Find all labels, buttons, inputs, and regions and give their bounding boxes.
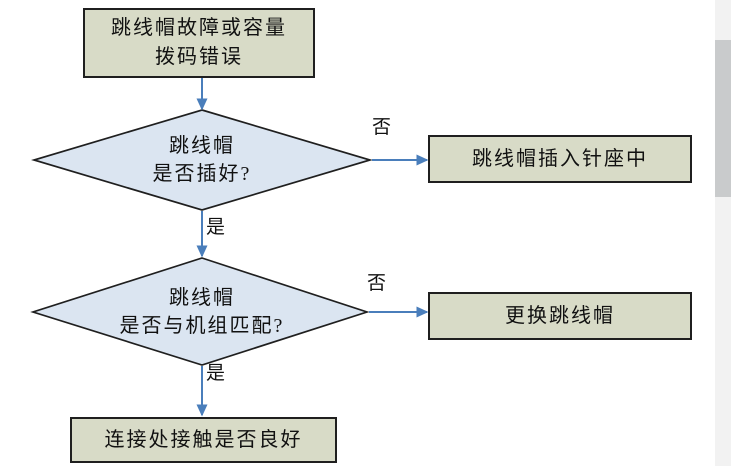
- decision1-line2: 是否插好?: [152, 163, 252, 185]
- edge-label-yes-2: 是: [206, 363, 226, 384]
- decision1-diamond: [31, 109, 373, 211]
- node-action-replace-jumper: 更换跳线帽: [428, 292, 692, 340]
- vertical-scrollbar[interactable]: [715, 0, 731, 466]
- edge-label-no-2: 否: [367, 273, 387, 294]
- decision1-text: 跳线帽 是否插好?: [82, 132, 322, 188]
- node-start: 跳线帽故障或容量 拨码错误: [83, 8, 315, 78]
- node-action-replace-jumper-label: 更换跳线帽: [505, 304, 615, 327]
- node-end-label: 连接处接触是否良好: [104, 428, 303, 451]
- node-start-line1: 跳线帽故障或容量: [111, 17, 287, 39]
- node-end: 连接处接触是否良好: [70, 417, 337, 463]
- scrollbar-thumb[interactable]: [715, 40, 731, 197]
- edge-label-no-1: 否: [372, 117, 392, 138]
- edge-label-yes-1: 是: [206, 217, 226, 238]
- decision1-line1: 跳线帽: [169, 135, 235, 157]
- decision2-diamond: [30, 257, 370, 366]
- decision2-line1: 跳线帽: [169, 287, 235, 309]
- node-action-insert-jumper-label: 跳线帽插入针座中: [472, 147, 648, 170]
- node-action-insert-jumper: 跳线帽插入针座中: [428, 135, 692, 183]
- node-start-line2: 拨码错误: [155, 46, 243, 68]
- decision2-text: 跳线帽 是否与机组匹配?: [72, 284, 332, 340]
- decision2-line2: 是否与机组匹配?: [119, 315, 285, 337]
